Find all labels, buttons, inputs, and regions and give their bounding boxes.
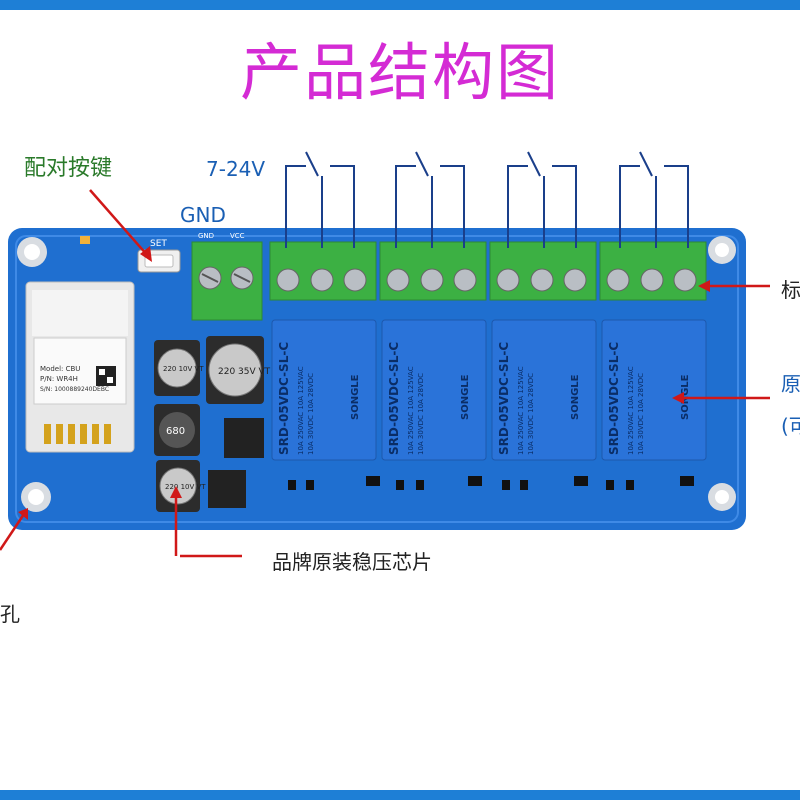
relay-4: SRD-05VDC-SL-C 10A 250VAC 10A 125VAC 10A… xyxy=(601,319,707,461)
relay4-terminal-block xyxy=(599,241,707,301)
top-frame-bar xyxy=(0,0,800,10)
relay3-rating2: 10A 30VDC 10A 28VDC xyxy=(527,373,535,455)
pcb-outline xyxy=(15,235,739,523)
capacitor-small-bottom: 220 10V VT xyxy=(156,460,206,512)
relay3-terminal-block xyxy=(489,241,597,301)
pair-button-label: 配对按键 xyxy=(24,156,113,181)
smd-components xyxy=(288,476,694,490)
mounting-hole-bottom-right xyxy=(708,483,736,511)
relay2-rating2: 10A 30VDC 10A 28VDC xyxy=(417,373,425,455)
mounting-hole-top-left xyxy=(17,237,47,267)
wifi-module: Model: CBU P/N: WR4H S/N: 1000889240DEBC xyxy=(25,281,135,453)
regulator-label: 品牌原装稳压芯片 xyxy=(272,550,432,574)
power-terminal-block: GND VCC xyxy=(191,232,263,321)
relay1-rating1: 10A 250VAC 10A 125VAC xyxy=(297,366,305,455)
relay-switch-schematics xyxy=(285,151,689,248)
relay3-rating1: 10A 250VAC 10A 125VAC xyxy=(517,366,525,455)
relay1-rating2: 10A 30VDC 10A 28VDC xyxy=(307,373,315,455)
relay-note-partial: (可 xyxy=(781,414,800,438)
regulator-chip-2 xyxy=(208,470,246,508)
relay1-terminal-block xyxy=(269,241,377,301)
relay1-model: SRD-05VDC-SL-C xyxy=(277,342,291,455)
relay4-rating2: 10A 30VDC 10A 28VDC xyxy=(637,373,645,455)
mounting-hole-top-right xyxy=(708,236,736,264)
terminal-vcc-silk: VCC xyxy=(230,232,245,240)
module-pn-text: P/N: WR4H xyxy=(40,375,78,383)
terminal-label-partial: 标 xyxy=(781,278,800,302)
capacitor-small-top: 220 10V VT xyxy=(154,340,204,396)
relay2-model: SRD-05VDC-SL-C xyxy=(387,342,401,455)
bottom-frame-bar xyxy=(0,790,800,800)
inductor: 680 xyxy=(154,404,200,456)
relay-2: SRD-05VDC-SL-C 10A 250VAC 10A 125VAC 10A… xyxy=(381,319,487,461)
relay2-brand: SONGLE xyxy=(460,374,471,420)
capacitor-large: 220 35V VT xyxy=(206,336,271,404)
module-sn-text: S/N: 1000889240DEBC xyxy=(40,386,109,393)
cap-small-bottom-silkscreen: 220 10V VT xyxy=(165,483,206,491)
page-title: 产品结构图 xyxy=(239,36,560,109)
relay-1: SRD-05VDC-SL-C 10A 250VAC 10A 125VAC 10A… xyxy=(271,319,377,461)
mounting-hole-label: 孔 xyxy=(0,602,20,626)
set-silkscreen: SET xyxy=(150,239,167,249)
relay2-terminal-block xyxy=(379,241,487,301)
relay-3: SRD-05VDC-SL-C 10A 250VAC 10A 125VAC 10A… xyxy=(491,319,597,461)
status-led xyxy=(80,236,90,244)
arrow-heads xyxy=(18,246,710,520)
relay3-model: SRD-05VDC-SL-C xyxy=(497,342,511,455)
gnd-label: GND xyxy=(180,203,226,227)
module-model-text: Model: CBU xyxy=(40,365,80,373)
relay4-model: SRD-05VDC-SL-C xyxy=(607,342,621,455)
cap-small-top-silkscreen: 220 10V VT xyxy=(163,365,204,373)
relay2-rating1: 10A 250VAC 10A 125VAC xyxy=(407,366,415,455)
relay4-rating1: 10A 250VAC 10A 125VAC xyxy=(627,366,635,455)
mounting-hole-bottom-left xyxy=(21,482,51,512)
relay-label-partial: 原 xyxy=(781,372,800,396)
annotation-arrows xyxy=(0,189,770,558)
terminal-gnd-silk: GND xyxy=(198,232,214,240)
relay1-brand: SONGLE xyxy=(350,374,361,420)
inductor-silkscreen: 680 xyxy=(166,426,185,437)
relay3-brand: SONGLE xyxy=(570,374,581,420)
voltage-label: 7-24V xyxy=(206,157,266,181)
regulator-chip xyxy=(224,418,264,458)
cap-large-silkscreen: 220 35V VT xyxy=(218,367,271,377)
module-pins xyxy=(44,424,111,444)
